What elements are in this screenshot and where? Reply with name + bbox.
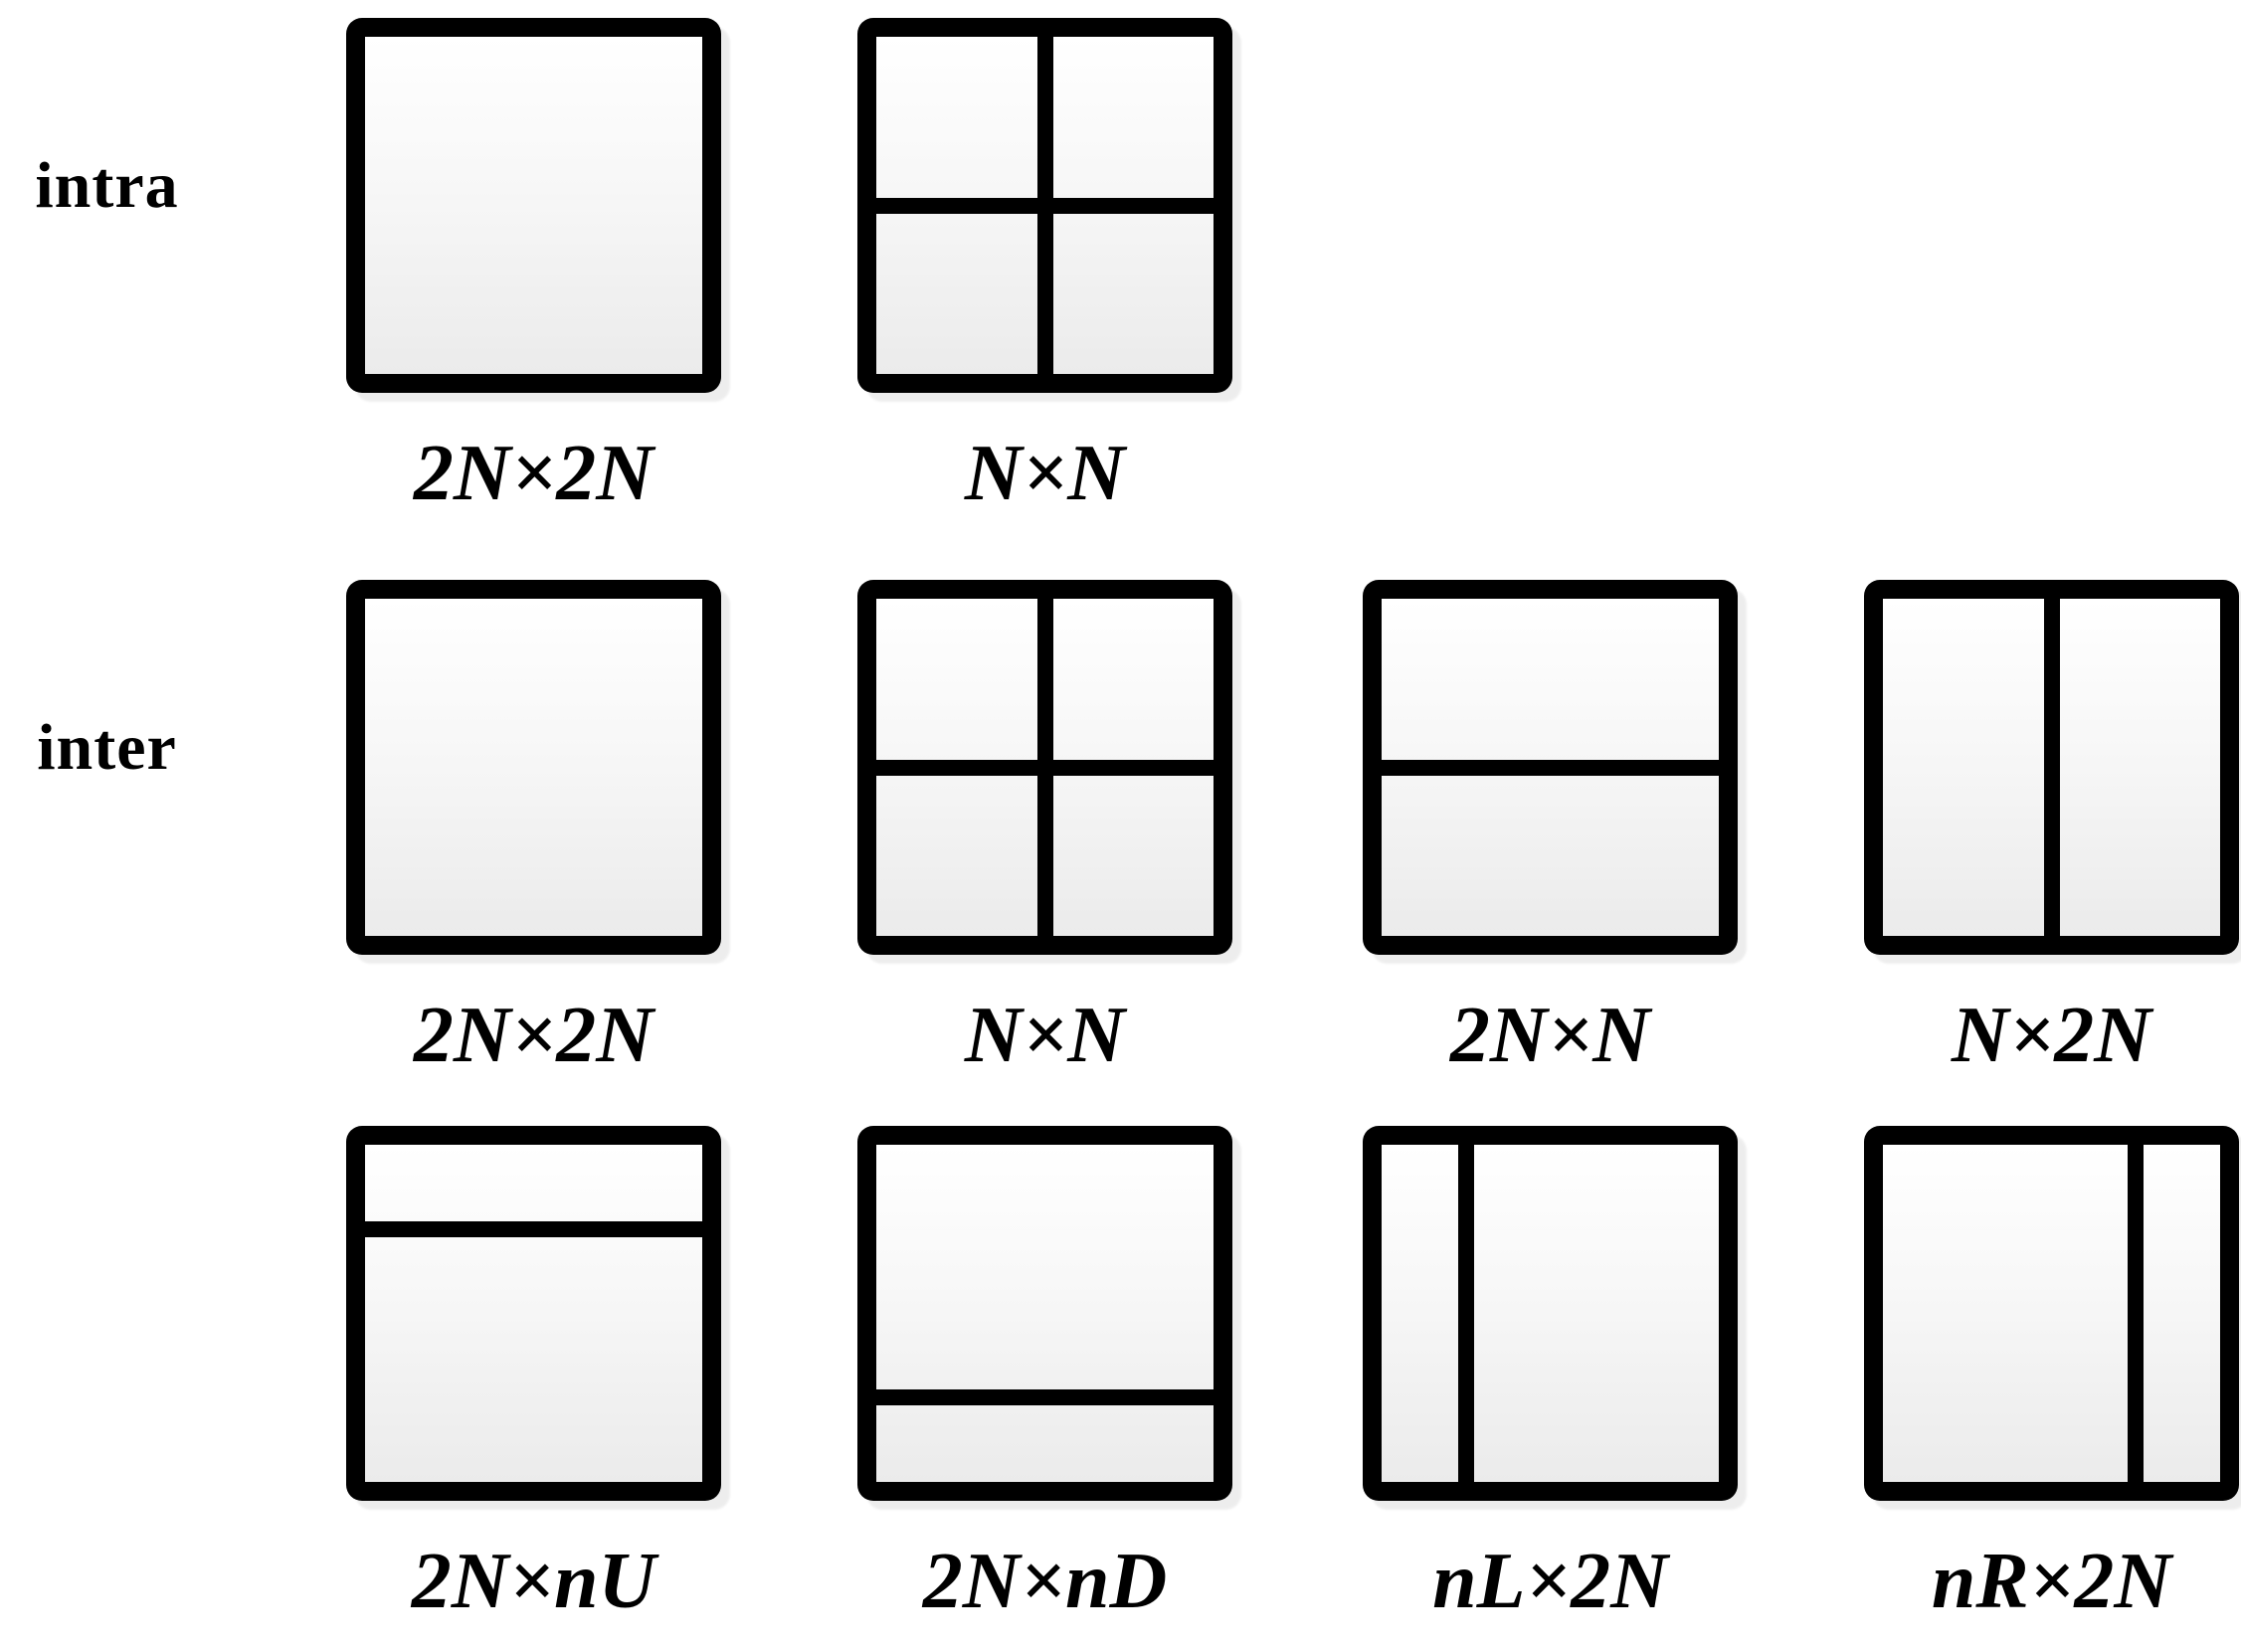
partition-size-label: N×N: [964, 992, 1126, 1079]
partition-unit-vertical-quarter-left: nL×2N: [1363, 1126, 1738, 1625]
partition-square: [1363, 1126, 1738, 1501]
row-label-inter: inter: [37, 710, 177, 784]
partition-size-label: nL×2N: [1432, 1538, 1668, 1625]
partition-divider-horizontal: [363, 1220, 704, 1237]
partition-square: [346, 580, 721, 955]
partition-unit-whole: 2N×2N: [346, 18, 721, 517]
partition-unit-vertical-quarter-right: nR×2N: [1864, 1126, 2239, 1625]
partition-divider-vertical: [1036, 35, 1053, 376]
partition-unit-horizontal-half: 2N×N: [1363, 580, 1738, 1079]
partition-size-label: 2N×nD: [922, 1538, 1168, 1625]
partition-unit-horizontal-quarter-up: 2N×nU: [346, 1126, 721, 1625]
partition-divider-horizontal: [874, 1389, 1215, 1406]
row-label-intra: intra: [35, 148, 179, 222]
partition-size-label: 2N×2N: [413, 992, 654, 1079]
partition-square: [857, 580, 1232, 955]
partition-divider-vertical: [1036, 597, 1053, 938]
partition-divider-vertical: [1457, 1143, 1474, 1484]
partition-square: [346, 1126, 721, 1501]
partition-divider-vertical: [2128, 1143, 2145, 1484]
partition-unit-vertical-half: N×2N: [1864, 580, 2239, 1079]
partition-square: [857, 18, 1232, 393]
partition-square: [1864, 580, 2239, 955]
partition-square: [346, 18, 721, 393]
partition-divider-horizontal: [1380, 759, 1721, 776]
partition-size-label: N×2N: [1951, 992, 2152, 1079]
partition-unit-quad: N×N: [857, 18, 1232, 517]
partition-unit-whole: 2N×2N: [346, 580, 721, 1079]
partition-unit-horizontal-quarter-down: 2N×nD: [857, 1126, 1232, 1625]
partition-size-label: 2N×nU: [411, 1538, 656, 1625]
partition-square: [1363, 580, 1738, 955]
partition-size-label: 2N×N: [1449, 992, 1651, 1079]
partition-square: [1864, 1126, 2239, 1501]
partition-divider-vertical: [2043, 597, 2060, 938]
partition-size-label: 2N×2N: [413, 430, 654, 517]
partition-unit-quad: N×N: [857, 580, 1232, 1079]
partition-size-label: nR×2N: [1931, 1538, 2172, 1625]
partition-size-label: N×N: [964, 430, 1126, 517]
partition-square: [857, 1126, 1232, 1501]
